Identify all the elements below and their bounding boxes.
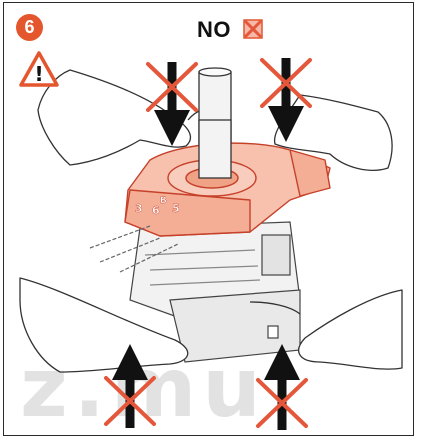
red-cross-icon	[104, 58, 312, 428]
press-arrows	[154, 58, 304, 146]
lift-arrows	[112, 344, 300, 430]
right-bottom-hand	[298, 289, 403, 370]
terminal-label: 5	[172, 202, 180, 215]
warning-symbol: !	[34, 62, 43, 86]
red-cross-icon	[243, 19, 263, 39]
wires	[89, 225, 179, 273]
panel-border	[3, 2, 414, 436]
module-housing	[129, 221, 301, 363]
step-number-badge: 6	[16, 14, 43, 41]
terminal-label: B	[160, 196, 167, 206]
terminal-label: 6	[152, 204, 160, 217]
no-label: NO	[197, 17, 231, 42]
terminal-labels: 3 6 5 B	[135, 196, 180, 217]
terminal-label: 3	[135, 202, 143, 215]
warning-triangle-icon: !	[19, 51, 59, 87]
mechanism-cover	[124, 142, 331, 237]
